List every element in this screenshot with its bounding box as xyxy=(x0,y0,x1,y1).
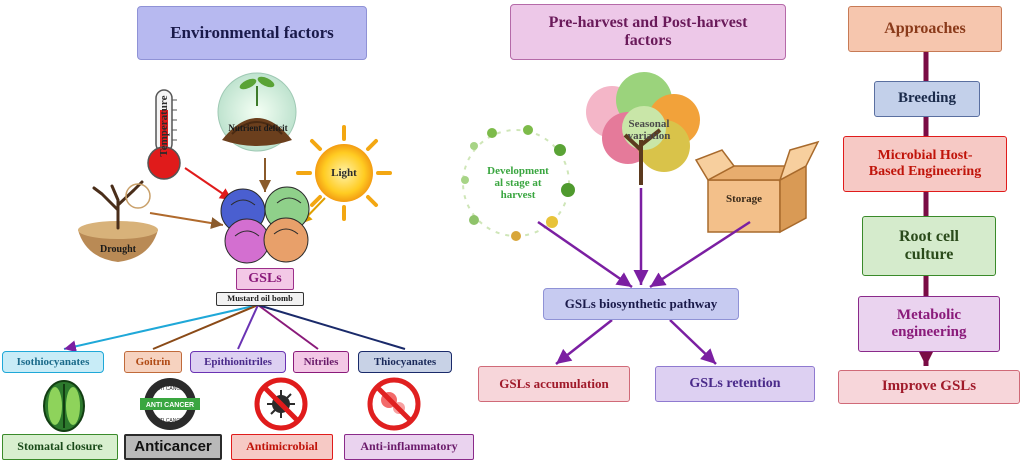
seasonal-tree-icon xyxy=(586,72,700,185)
accumulation-arrow xyxy=(555,319,613,365)
temperature-arrow xyxy=(184,167,233,201)
developmental-ring-icon xyxy=(461,125,575,241)
anticancer-badge-text: ANTI CANCER xyxy=(146,402,194,409)
microbial-line1: Microbial Host- xyxy=(877,147,973,163)
anticancer-badge-text-bottom: ANTI CANCER xyxy=(153,418,187,424)
improve-gsls-box: Improve GSLs xyxy=(838,370,1020,404)
anticancer-badge-icon xyxy=(140,378,200,430)
developmental-line1: Development xyxy=(487,165,549,177)
link-nitriles xyxy=(257,304,319,350)
sun-icon xyxy=(296,125,392,221)
antiinflammatory-icon xyxy=(367,377,421,431)
thermometer-icon xyxy=(147,89,181,180)
link-epithionitriles xyxy=(237,304,259,350)
metabolic-engineering-box: Metabolic engineering xyxy=(858,296,1000,352)
seasonal-variation-label: Seasonal variation xyxy=(616,118,682,142)
gsls-biosynthetic-pathway-box: GSLs biosynthetic pathway xyxy=(543,288,739,320)
anti-inflammatory-box: Anti-inflammatory xyxy=(344,434,474,460)
gsls-accumulation-box: GSLs accumulation xyxy=(478,366,630,402)
root-cell-culture-box: Root cell culture xyxy=(862,216,996,276)
gsls-retention-box: GSLs retention xyxy=(655,366,815,402)
anticancer-badge-text-top: ANTI CANCER xyxy=(153,386,187,392)
developmental-stage-label: Development al stage at harvest xyxy=(478,165,558,201)
storage-box-icon xyxy=(694,140,820,234)
drought-arrow xyxy=(149,212,224,229)
isothiocyanates-box: Isothiocyanates xyxy=(2,351,104,373)
developmental-line2: al stage at xyxy=(494,177,542,190)
goitrin-box: Goitrin xyxy=(124,351,182,373)
seasonal-line2: variation xyxy=(627,130,671,143)
brassica-icon xyxy=(220,186,310,264)
link-goitrin xyxy=(152,304,259,350)
harvest-factors-title: Pre-harvest and Post-harvest factors xyxy=(510,4,786,60)
storage-label: Storage xyxy=(725,193,763,205)
link-isothiocyanates xyxy=(63,304,259,353)
stomata-icon xyxy=(43,380,85,432)
root-cell-line2: culture xyxy=(904,246,954,263)
metabolic-line1: Metabolic xyxy=(896,306,962,323)
anticancer-box: Anticancer xyxy=(124,434,222,460)
harvest-title-line1: Pre-harvest and Post-harvest xyxy=(548,13,748,31)
improve-line1: Improve GSLs xyxy=(881,378,977,395)
breeding-box: Breeding xyxy=(874,81,980,117)
gsls-box: GSLs xyxy=(236,268,294,290)
antimicrobial-box: Antimicrobial xyxy=(231,434,333,460)
mustard-oil-bomb-box: Mustard oil bomb xyxy=(216,292,304,306)
temperature-label: Temperature xyxy=(157,95,170,157)
drought-icon xyxy=(78,180,158,262)
epithionitriles-box: Epithionitriles xyxy=(190,351,286,373)
developmental-line3: harvest xyxy=(500,189,536,202)
nutrient-deficit-label: Nutrient deficit xyxy=(228,123,288,133)
root-cell-line1: Root cell xyxy=(899,227,959,245)
storage-arrow xyxy=(649,220,751,289)
stomatal-closure-box: Stomatal closure xyxy=(2,434,118,460)
drought-label: Drought xyxy=(100,244,136,255)
approaches-title: Approaches xyxy=(848,6,1002,52)
environmental-factors-title: Environmental factors xyxy=(137,6,367,60)
thiocyanates-box: Thiocyanates xyxy=(358,351,452,373)
seasonal-line1: Seasonal xyxy=(628,118,670,130)
developmental-arrow xyxy=(537,220,633,289)
metabolic-line2: engineering xyxy=(891,324,967,340)
antimicrobial-icon xyxy=(254,377,308,431)
harvest-title-line2: factors xyxy=(624,32,672,49)
soil-icon xyxy=(217,72,297,152)
nitriles-box: Nitriles xyxy=(293,351,349,373)
retention-arrow xyxy=(669,319,717,365)
link-thiocyanates xyxy=(257,304,406,350)
breeding-line1: Breeding xyxy=(897,90,957,107)
light-label: Light xyxy=(331,167,357,179)
microbial-line2: Based Engineering xyxy=(868,164,982,179)
microbial-host-engineering-box: Microbial Host- Based Engineering xyxy=(843,136,1007,192)
